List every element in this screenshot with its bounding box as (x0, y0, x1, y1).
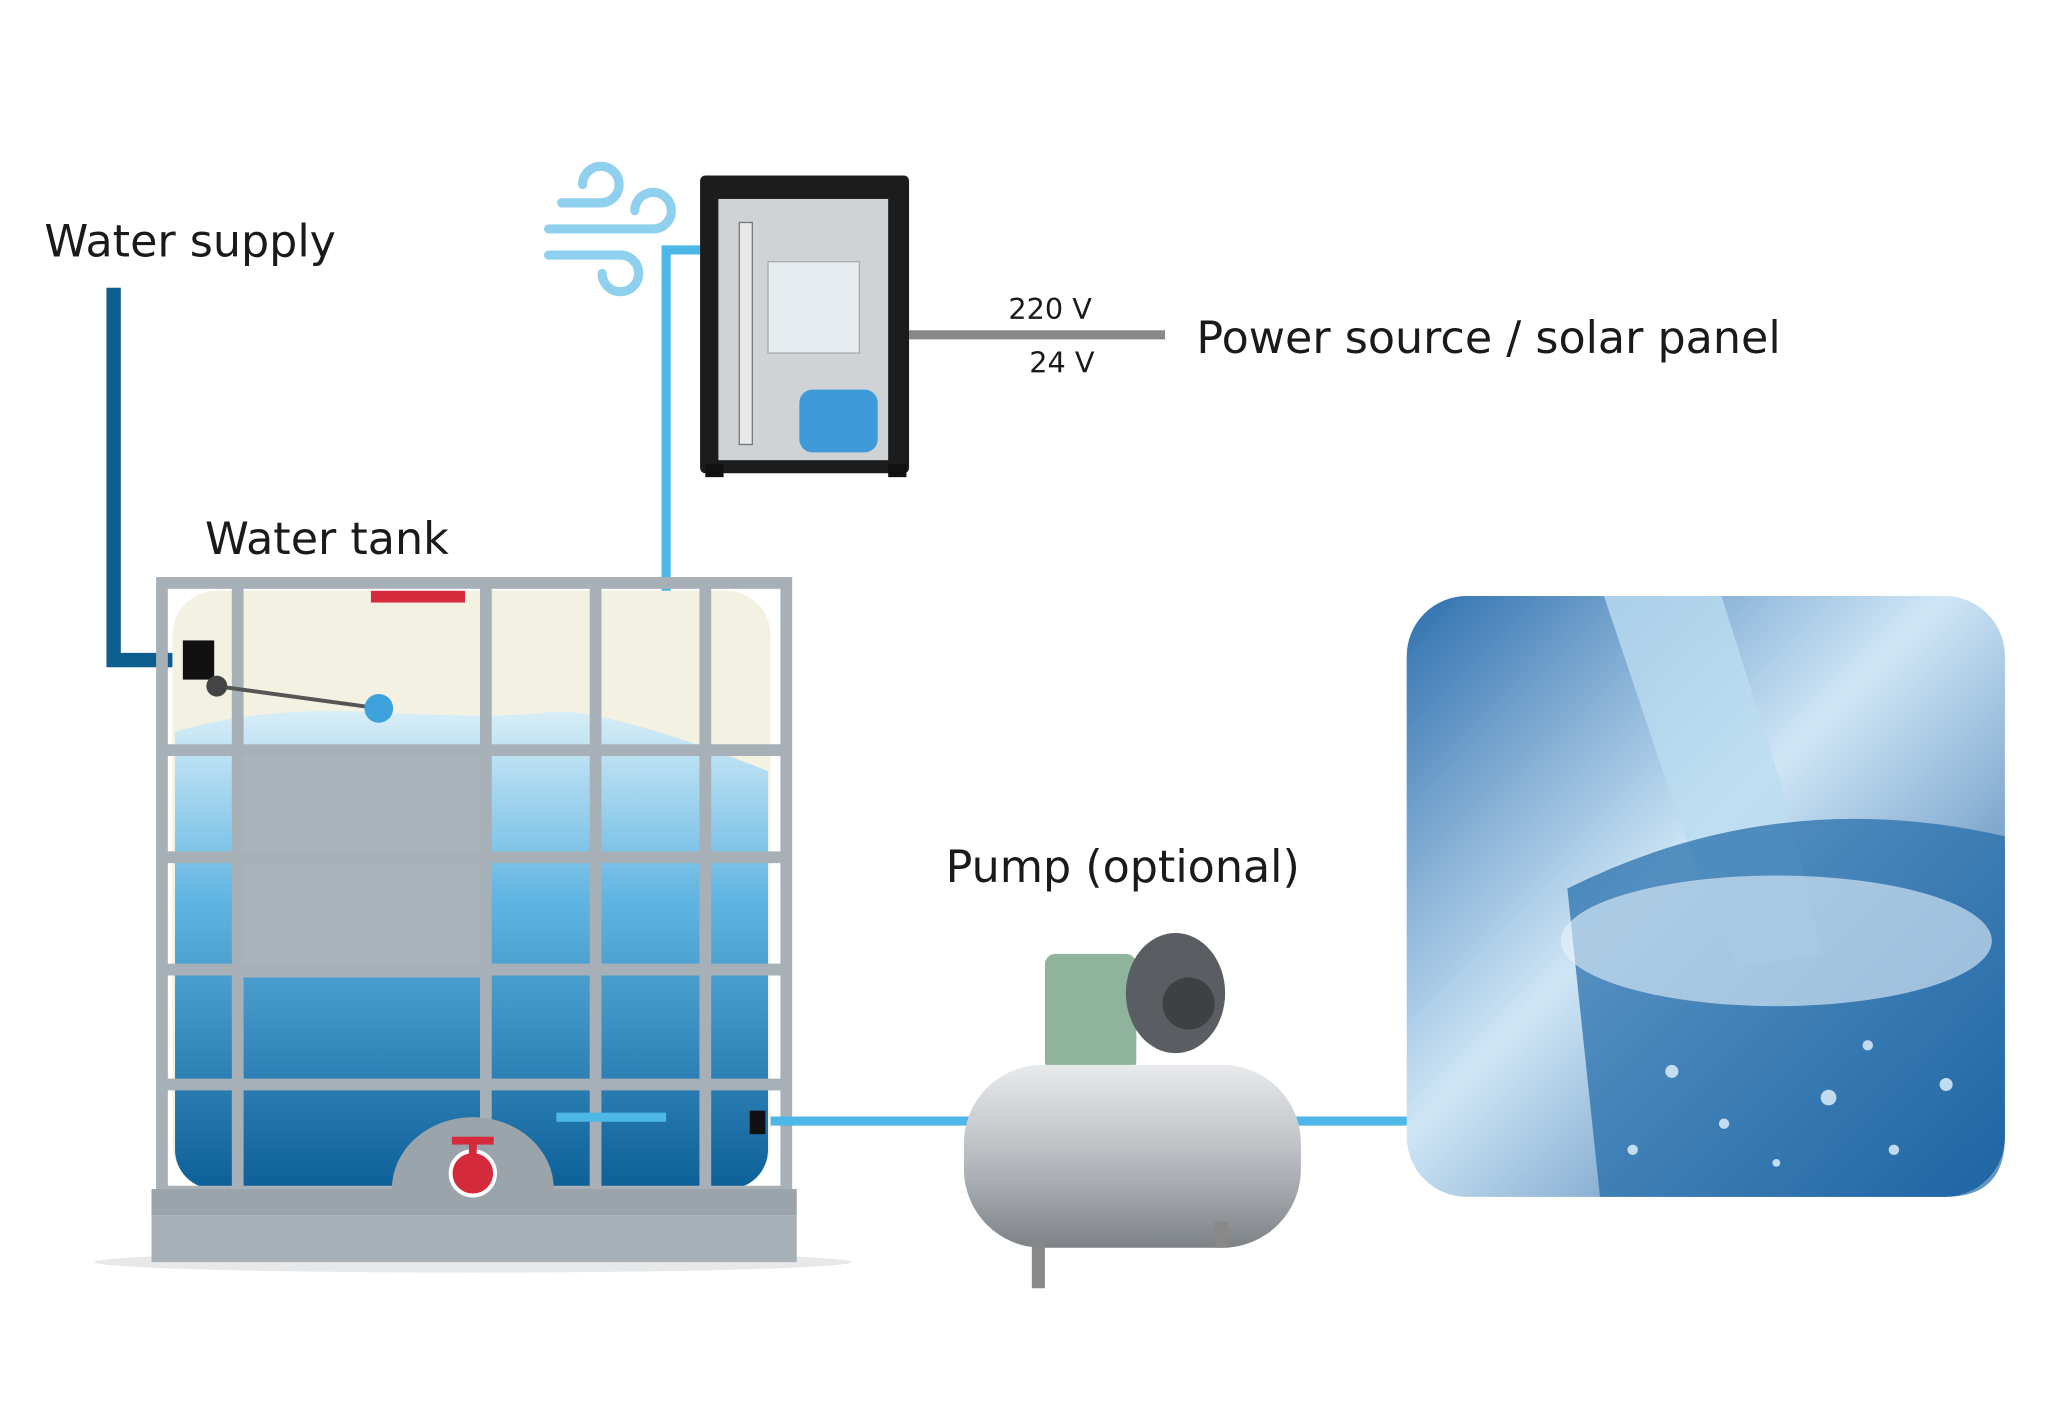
pump-label: Pump (optional) (946, 842, 1300, 893)
drain-valve-icon (448, 1136, 497, 1198)
voltage-ac-label: 220 V (1008, 292, 1092, 326)
power-source-label: Power source / solar panel (1196, 313, 1780, 364)
water-tank (151, 577, 797, 1263)
water-tank-label: Water tank (205, 514, 449, 565)
supply-pipe (106, 287, 183, 668)
treatment-cabinet (700, 175, 910, 478)
drinking-water-photo (1406, 596, 2005, 1197)
air-flow-icon (544, 161, 676, 297)
water-supply-label: Water supply (44, 216, 336, 267)
voltage-dc-label: 24 V (1029, 346, 1095, 380)
pump-image (963, 932, 1301, 1289)
